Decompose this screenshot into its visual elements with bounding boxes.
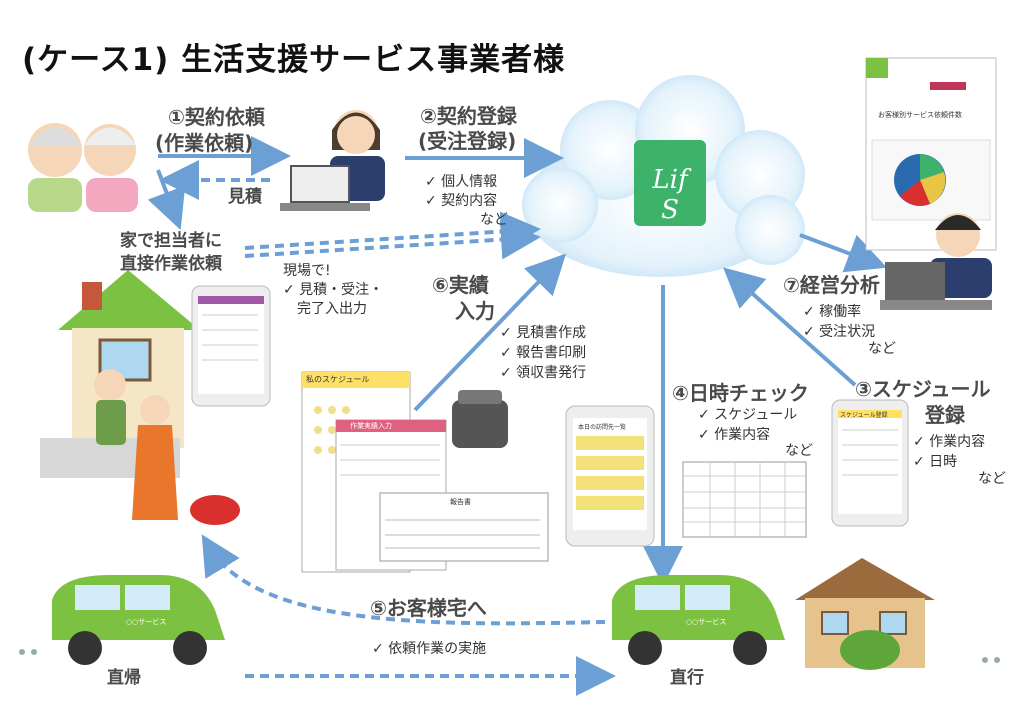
schedule-screen-title: 私のスケジュール <box>306 375 370 384</box>
onsite-label: 現場で! <box>283 263 331 279</box>
page-title: (ケース1) 生活支援サービス事業者様 <box>22 42 566 78</box>
step-2-etc: など <box>480 212 508 228</box>
step-4-title: ④日時チェック <box>672 381 809 405</box>
estimate-label: 見積 <box>228 187 262 207</box>
step-1-subtitle: (作業依頼) <box>155 131 254 155</box>
step-3-subtitle: 登録 <box>925 403 965 427</box>
step-4-etc: など <box>785 443 813 459</box>
step-2-note-2: ✓ 契約内容 <box>425 193 498 209</box>
direct-request-line2: 直接作業依頼 <box>120 254 222 274</box>
step-2-subtitle: (受注登録) <box>418 129 517 153</box>
report-doc-title: 報告書 <box>450 498 471 506</box>
house-right-illustration <box>795 558 935 670</box>
car-left-door-text: ○○サービス <box>126 618 167 626</box>
step-4-note-1: ✓ スケジュール <box>698 407 798 423</box>
step-3-note-1: ✓ 作業内容 <box>913 434 986 450</box>
step-7-note-1: ✓ 稼働率 <box>803 304 862 320</box>
step-6-title: ⑥実績 <box>432 273 489 297</box>
family-illustration <box>94 369 240 525</box>
go-direct-label: 直行 <box>670 668 704 688</box>
printer-illustration <box>452 390 508 448</box>
step-6-note-2: ✓ 報告書印刷 <box>500 345 587 361</box>
step-6-note-1: ✓ 見積書作成 <box>500 325 587 341</box>
lifs-logo-text: Lif S <box>652 165 688 225</box>
businessman-illustration <box>880 213 992 310</box>
direct-request-line1: 家で担当者に <box>120 231 222 251</box>
dashed-arrows <box>159 160 616 696</box>
step-2-note-1: ✓ 個人情報 <box>425 174 498 190</box>
step-3-etc: など <box>978 471 1006 487</box>
return-home-label: 直帰 <box>107 668 141 688</box>
tablet-right <box>831 399 909 527</box>
operator-illustration <box>280 110 385 211</box>
elderly-couple-illustration <box>28 123 138 212</box>
onsite-note-1: ✓ 見積・受注・ <box>283 282 384 298</box>
step-3-note-2: ✓ 日時 <box>913 454 958 470</box>
car-right-door-text: ○○サービス <box>686 618 727 626</box>
car-right-illustration <box>612 575 785 665</box>
schedule-reg-title: スケジュール登録 <box>840 412 888 419</box>
step-3-title: ③スケジュール <box>855 377 991 401</box>
onsite-note-2: 完了入出力 <box>283 301 367 317</box>
tablet-left <box>191 285 271 407</box>
step-2-title: ②契約登録 <box>420 104 517 128</box>
step-5-title: ⑤お客様宅へ <box>370 596 487 620</box>
step-7-title: ⑦経営分析 <box>783 273 880 297</box>
report-screen-title: 作業実績入力 <box>350 422 392 430</box>
document-stack <box>301 371 549 573</box>
step-4-note-2: ✓ 作業内容 <box>698 427 771 443</box>
flow-arrows <box>147 136 887 586</box>
road-dots <box>19 649 1000 663</box>
dashboard-screen-title: お客様別サービス依頼件数 <box>878 111 962 119</box>
step-1-title: ①契約依頼 <box>168 105 265 129</box>
step-6-subtitle: 入力 <box>455 299 495 323</box>
step-6-note-3: ✓ 領収書発行 <box>500 365 587 381</box>
lifs-logo <box>634 140 706 226</box>
step-5-note: ✓ 依頼作業の実施 <box>372 641 487 657</box>
step-7-etc: など <box>868 341 896 357</box>
tablet-list-title: 本日の訪問先一覧 <box>578 424 627 431</box>
step-7-note-2: ✓ 受注状況 <box>803 324 876 340</box>
car-left-illustration <box>52 575 225 665</box>
dashboard-screen <box>865 57 997 251</box>
calendar-sheet <box>682 461 807 538</box>
tablet-center <box>565 405 655 547</box>
